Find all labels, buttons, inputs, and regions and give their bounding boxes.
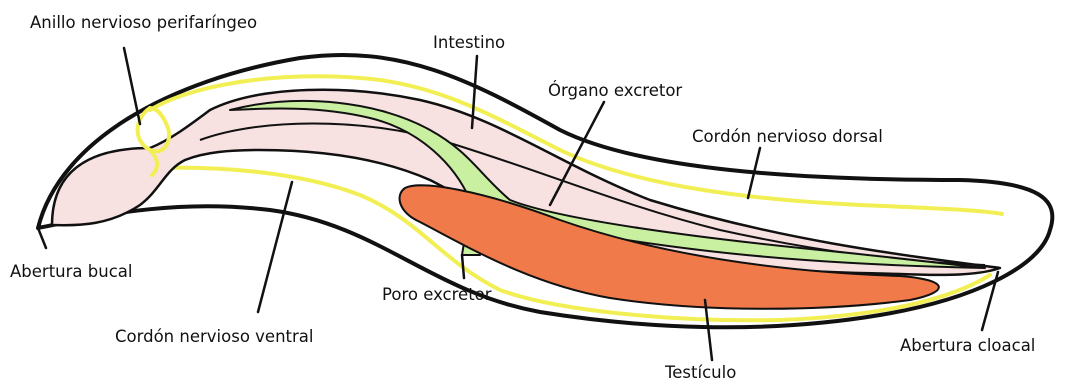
label-nerve-ring: Anillo nervioso perifaríngeo — [30, 13, 257, 32]
label-ventral-nerve-cord: Cordón nervioso ventral — [115, 327, 313, 346]
label-excretory-organ: Órgano excretor — [548, 81, 682, 100]
label-intestine: Intestino — [433, 33, 505, 52]
label-excretory-pore: Poro excretor — [382, 285, 492, 304]
label-dorsal-nerve-cord: Cordón nervioso dorsal — [692, 127, 883, 146]
label-cloacal-opening: Abertura cloacal — [900, 336, 1035, 355]
label-testis: Testículo — [664, 363, 736, 382]
leader-nerve-ring — [124, 48, 140, 124]
leader-mouth — [38, 228, 46, 248]
label-mouth: Abertura bucal — [10, 262, 132, 281]
